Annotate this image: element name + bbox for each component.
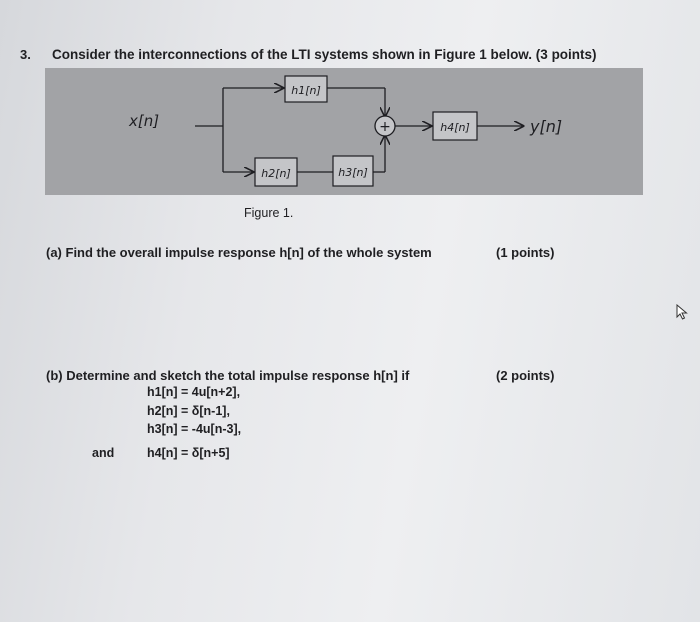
block-h3 <box>332 155 374 187</box>
and-connector: and <box>92 446 115 460</box>
block-h4 <box>432 111 478 141</box>
part-a-points: (1 points) <box>496 245 555 260</box>
equation-h3: h3[n] = -4u[n-3], <box>147 422 242 436</box>
block-diagram-svg: + x[n] y[n] h1[n] h2[n] h3[n] h4[n] <box>128 75 562 187</box>
part-a-question: (a) Find the overall impulse response h[… <box>46 245 432 260</box>
equation-h2: h2[n] = δ[n-1], <box>147 404 230 418</box>
part-b-points: (2 points) <box>496 368 555 383</box>
question-number: 3. <box>20 47 31 62</box>
input-label: x[n] <box>128 112 159 130</box>
equation-h4: h4[n] = δ[n+5] <box>147 446 230 460</box>
question-title: Consider the interconnections of the LTI… <box>52 47 597 62</box>
equation-h1: h1[n] = 4u[n+2], <box>147 385 241 399</box>
block-h1 <box>284 75 328 103</box>
figure-caption: Figure 1. <box>244 206 294 220</box>
output-label: y[n] <box>529 117 562 136</box>
mouse-cursor-icon <box>676 303 688 325</box>
block-h3-label: h3[n] <box>338 166 368 179</box>
figure-1-block-diagram: + x[n] y[n] h1[n] h2[n] h3[n] h4[n] <box>45 68 643 195</box>
adder-symbol: + <box>379 119 391 135</box>
block-h4-label: h4[n] <box>440 121 470 134</box>
block-h1-label: h1[n] <box>291 84 321 97</box>
part-b-question: (b) Determine and sketch the total impul… <box>46 368 410 383</box>
block-h2-label: h2[n] <box>261 167 291 180</box>
